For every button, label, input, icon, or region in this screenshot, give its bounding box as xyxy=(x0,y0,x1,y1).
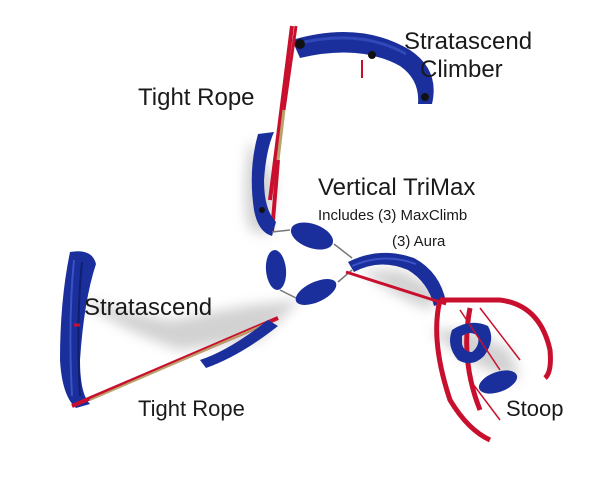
trimax-right-climber xyxy=(345,252,447,306)
trimax-vertical-climber xyxy=(251,132,276,236)
label-vertical-trimax: Vertical TriMax xyxy=(318,174,476,201)
tight-rope-top xyxy=(268,25,298,233)
label-stratascend-climber-line2: Climber xyxy=(420,56,503,83)
label-tight-rope-bottom: Tight Rope xyxy=(138,396,245,421)
label-includes-aura: (3) Aura xyxy=(392,233,446,250)
label-includes-maxclimb: Includes (3) MaxClimb xyxy=(318,207,468,224)
maxclimb-pods xyxy=(265,222,337,305)
stratascend xyxy=(60,251,96,408)
label-stratascend: Stratascend xyxy=(84,294,213,321)
stoop-ropes xyxy=(459,307,521,421)
label-stratascend-climber-line1: Stratascend xyxy=(404,28,533,55)
label-tight-rope-top: Tight Rope xyxy=(138,84,255,111)
stoop-climbers xyxy=(450,322,518,394)
stratascend-climber xyxy=(292,32,434,104)
label-stoop: Stoop xyxy=(506,396,564,421)
tight-rope-bottom xyxy=(71,316,279,408)
